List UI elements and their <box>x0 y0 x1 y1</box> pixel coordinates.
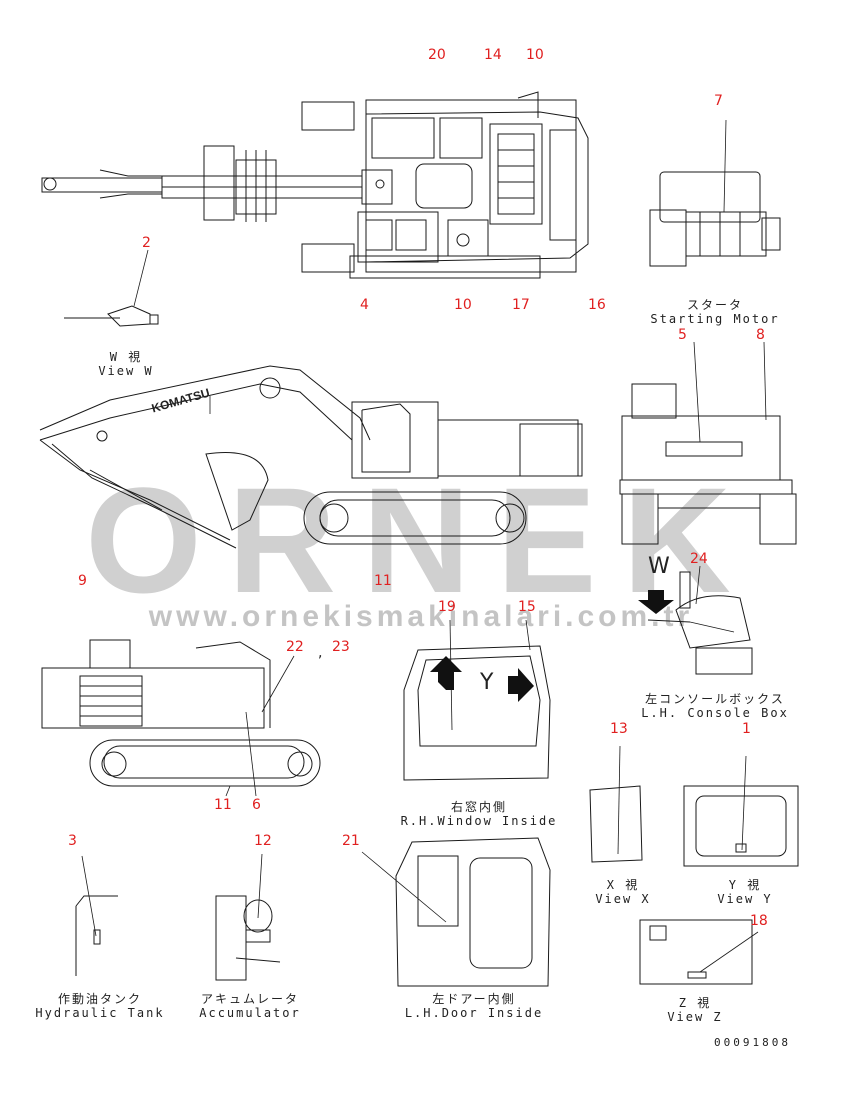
caption-view-w-en: View W <box>98 364 154 378</box>
watermark-url: www.ornekismakinalari.com.tr <box>148 600 693 633</box>
caption-console-box: 左コンソールボックス L.H. Console Box <box>630 692 800 720</box>
arrow-markers <box>430 590 674 702</box>
callout-10-bottom: 10 <box>454 297 472 313</box>
rh-window-drawing <box>403 619 551 781</box>
caption-accumulator-en: Accumulator <box>199 1006 301 1020</box>
rear-view <box>619 341 797 545</box>
callout-10-top: 10 <box>526 47 544 63</box>
caption-console-box-en: L.H. Console Box <box>641 706 789 720</box>
caption-view-z: Z 視 View Z <box>650 996 740 1024</box>
caption-rh-window: 右窓内側 R.H.Window Inside <box>394 800 564 828</box>
callout-9: 9 <box>78 573 87 589</box>
top-view-machine <box>41 91 589 279</box>
callout-18: 18 <box>750 913 768 929</box>
callout-2: 2 <box>142 235 151 251</box>
lh-door-drawing <box>361 837 551 987</box>
callout-6: 6 <box>252 797 261 813</box>
callout-20: 20 <box>428 47 446 63</box>
callout-21: 21 <box>342 833 360 849</box>
callout-12: 12 <box>254 833 272 849</box>
callout-3: 3 <box>68 833 77 849</box>
caption-lh-door: 左ドアー内側 L.H.Door Inside <box>394 992 554 1020</box>
caption-view-w-jp: W 視 <box>109 350 143 364</box>
comma-mark: , <box>318 645 323 661</box>
caption-accumulator-jp: アキュムレータ <box>200 992 299 1006</box>
left-side-machine <box>41 639 321 797</box>
callout-1: 1 <box>742 721 751 737</box>
callout-24: 24 <box>690 551 708 567</box>
callout-11-left: 11 <box>214 797 232 813</box>
view-w-lever <box>64 249 159 327</box>
callout-19: 19 <box>438 599 456 615</box>
caption-hydraulic-tank: 作動油タンク Hydraulic Tank <box>30 992 170 1020</box>
view-z-drawing <box>639 919 759 985</box>
view-x-drawing <box>589 745 643 863</box>
callout-14: 14 <box>484 47 502 63</box>
callout-5: 5 <box>678 327 687 343</box>
caption-lh-door-jp: 左ドアー内側 <box>432 992 516 1006</box>
caption-starting-motor-en: Starting Motor <box>650 312 780 326</box>
caption-view-y-en: View Y <box>717 892 773 906</box>
caption-view-z-en: View Z <box>667 1010 723 1024</box>
callout-15: 15 <box>518 599 536 615</box>
watermark-brand: ORNEK <box>85 456 757 624</box>
starting-motor-drawing <box>649 119 781 267</box>
caption-view-x-en: View X <box>595 892 651 906</box>
caption-starting-motor-jp: スタータ <box>686 298 743 312</box>
caption-rh-window-en: R.H.Window Inside <box>400 814 558 828</box>
callout-23: 23 <box>332 639 350 655</box>
callout-17: 17 <box>512 297 530 313</box>
caption-accumulator: アキュムレータ Accumulator <box>190 992 310 1020</box>
side-view-excavator <box>39 365 583 549</box>
caption-lh-door-en: L.H.Door Inside <box>404 1006 544 1020</box>
caption-rh-window-jp: 右窓内側 <box>450 800 507 814</box>
view-y-drawing <box>683 755 799 867</box>
callout-13: 13 <box>610 721 628 737</box>
caption-view-x: X 視 View X <box>578 878 668 906</box>
caption-view-y-jp: Y 視 <box>728 878 762 892</box>
hydraulic-tank-drawing <box>75 855 118 976</box>
caption-view-y: Y 視 View Y <box>700 878 790 906</box>
caption-starting-motor: スタータ Starting Motor <box>640 298 790 326</box>
caption-console-box-jp: 左コンソールボックス <box>645 692 785 706</box>
console-box-drawing <box>647 565 753 675</box>
callout-16: 16 <box>588 297 606 313</box>
caption-hydraulic-tank-jp: 作動油タンク <box>57 992 142 1006</box>
callout-4: 4 <box>360 297 369 313</box>
view-letter-y: Y <box>480 670 494 695</box>
callout-7: 7 <box>714 93 723 109</box>
caption-view-z-jp: Z 視 <box>678 996 712 1010</box>
caption-hydraulic-tank-en: Hydraulic Tank <box>35 1006 165 1020</box>
callout-8: 8 <box>756 327 765 343</box>
accumulator-drawing <box>215 853 281 981</box>
caption-view-x-jp: X 視 <box>606 878 640 892</box>
drawing-number: 00091808 <box>714 1036 791 1049</box>
callout-11-side: 11 <box>374 573 392 589</box>
caption-view-w: W 視 View W <box>84 350 168 378</box>
view-letter-w: W <box>648 554 670 579</box>
callout-22: 22 <box>286 639 304 655</box>
